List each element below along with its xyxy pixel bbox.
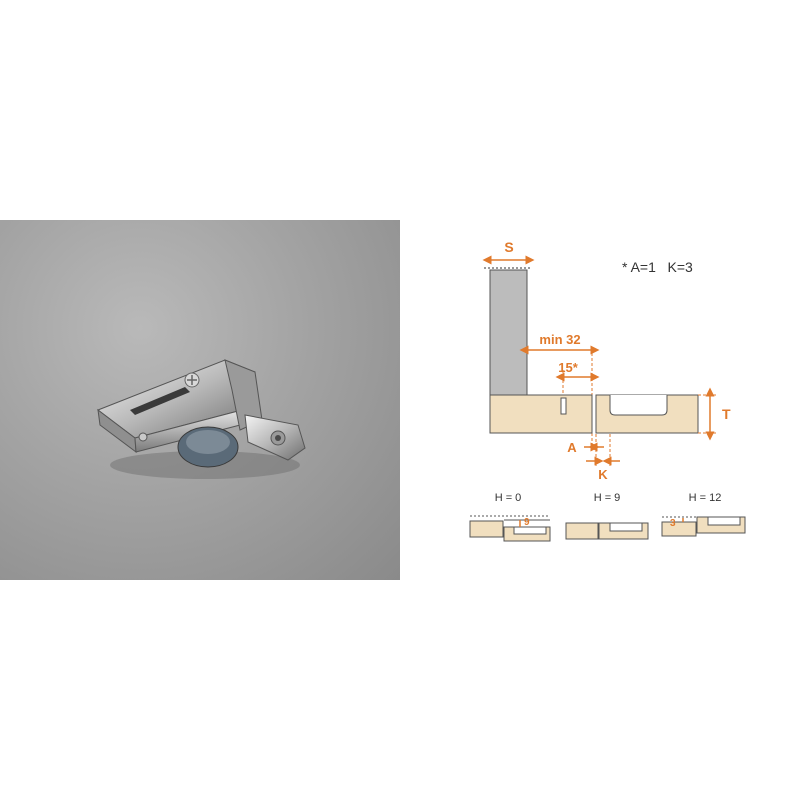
cabinet-side-block xyxy=(489,394,593,434)
variant-h0-title: H = 0 xyxy=(495,492,522,504)
cup-hole xyxy=(609,395,668,416)
variant-h9-title: H = 9 xyxy=(594,492,621,504)
variant-h12-dim: 3 xyxy=(670,518,676,529)
fifteen-label: 15* xyxy=(558,360,578,375)
note-text: * A=1 K=3 xyxy=(622,259,693,275)
variant-h12: H = 12 3 xyxy=(661,492,746,537)
variant-h0-dim: 9 xyxy=(524,517,530,528)
k-label: K xyxy=(598,467,608,482)
a-label: A xyxy=(567,440,577,455)
variant-h9: H = 9 xyxy=(565,492,649,540)
door-panel xyxy=(489,269,528,396)
hinge-illustration xyxy=(96,359,306,479)
mounting-diagram: S * A=1 K=3 min 32 15* T A K H = 0 9 H =… xyxy=(469,239,746,542)
variant-h0: H = 0 9 xyxy=(469,492,551,542)
min32-label: min 32 xyxy=(539,332,580,347)
hinge-photo xyxy=(0,220,400,580)
s-label: S xyxy=(504,239,513,255)
t-label: T xyxy=(722,406,731,422)
variant-h12-title: H = 12 xyxy=(689,492,722,504)
